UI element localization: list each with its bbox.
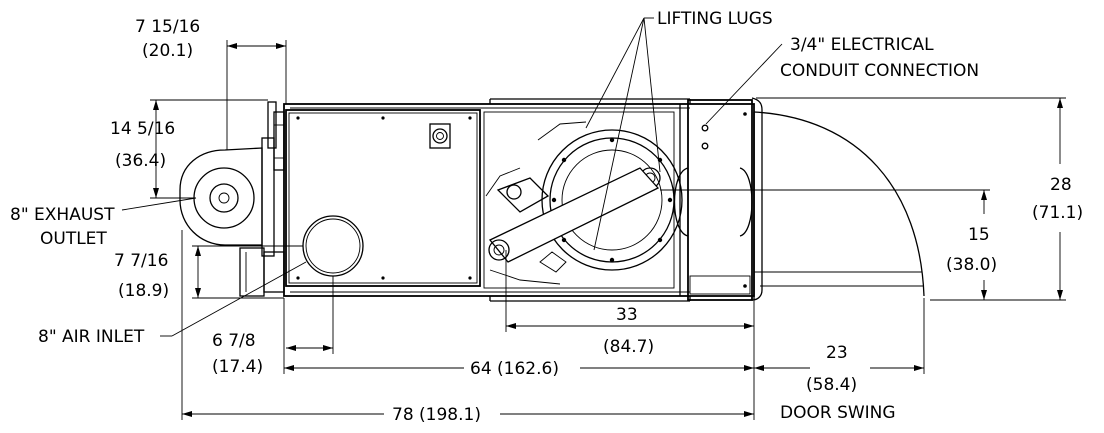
dim-door-swing-imperial: 23 — [826, 343, 848, 363]
dim-exhaust-offset-metric: (20.1) — [142, 41, 193, 61]
dim-door-swing-metric: (58.4) — [806, 375, 857, 395]
dim-rotor-offset-metric: (84.7) — [603, 337, 654, 357]
dimension-text: 7 15/16 (20.1) 14 5/16 (36.4) 7 7/16 (18… — [110, 17, 1083, 425]
access-door — [673, 97, 763, 301]
dim-inlet-offset-metric: (17.4) — [212, 357, 263, 377]
dim-overall-depth-metric: (71.1) — [1032, 203, 1083, 223]
dim-inlet-height-metric: (18.9) — [118, 281, 169, 301]
lifting-lugs-label: LIFTING LUGS — [657, 9, 773, 29]
rotor-assembly — [483, 111, 683, 289]
exhaust-blower — [179, 101, 285, 297]
dim-exhaust-offset-imperial: 7 15/16 — [135, 17, 200, 37]
air-inlet-port — [302, 215, 364, 277]
door-swing-arc — [753, 111, 925, 300]
dim-center-height-imperial: 15 — [968, 225, 990, 245]
electrical-label-line2: CONDUIT CONNECTION — [780, 61, 979, 81]
unit-outline — [283, 98, 755, 302]
dim-rotor-offset-imperial: 33 — [616, 305, 638, 325]
dim-overall-total: 78 (198.1) — [392, 405, 481, 425]
dimension-lines — [150, 40, 1066, 420]
callout-text: LIFTING LUGS 3/4" ELECTRICAL CONDUIT CON… — [10, 9, 979, 423]
dim-overall-depth-imperial: 28 — [1050, 175, 1072, 195]
dim-center-height-metric: (38.0) — [946, 255, 997, 275]
dim-exhaust-height-imperial: 14 5/16 — [110, 119, 175, 139]
exhaust-label-line2: OUTLET — [40, 229, 107, 249]
dim-exhaust-height-metric: (36.4) — [115, 151, 166, 171]
air-inlet-label: 8" AIR INLET — [38, 327, 145, 347]
exhaust-label-line1: 8" EXHAUST — [10, 205, 115, 225]
leader-lines — [121, 17, 783, 337]
dim-inlet-height-imperial: 7 7/16 — [114, 251, 168, 271]
dim-inlet-offset-imperial: 6 7/8 — [212, 331, 256, 351]
control-panel — [285, 109, 481, 287]
electrical-label-line1: 3/4" ELECTRICAL — [790, 35, 934, 55]
dim-overall-width: 64 (162.6) — [470, 359, 559, 379]
door-swing-label: DOOR SWING — [780, 403, 896, 423]
